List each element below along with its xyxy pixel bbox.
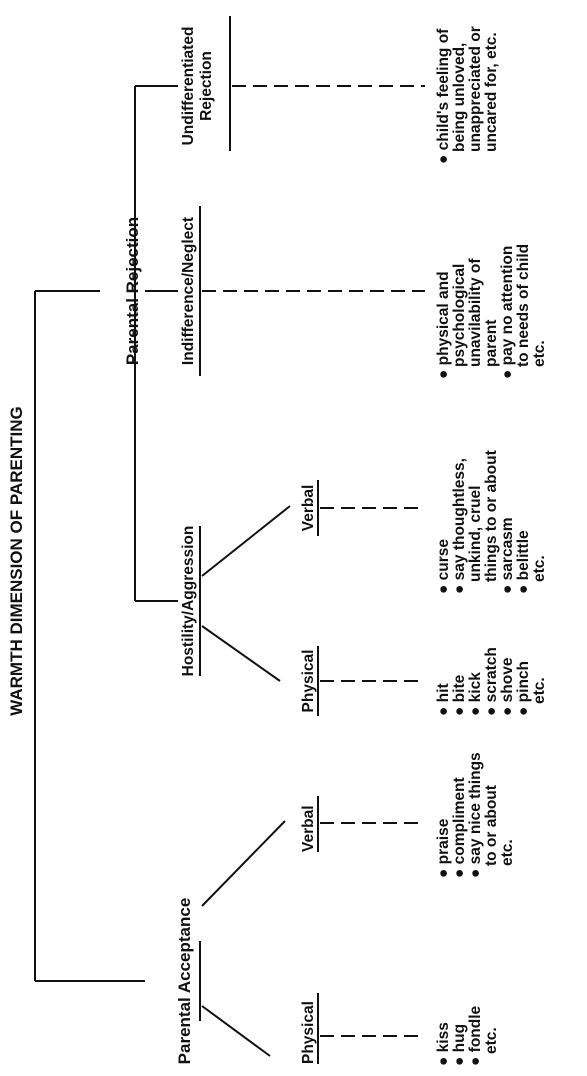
- acceptance-verbal-examples: ● praise ● compliment ● say nice things …: [435, 752, 516, 878]
- acceptance-verbal-label: Verbal: [300, 805, 317, 852]
- list-item: ● belittle: [515, 530, 532, 594]
- bullet-icon: ●: [499, 365, 516, 379]
- hostility-physical-label: Physical: [300, 650, 317, 713]
- hostility-aggression-label: Hostility/Aggression: [180, 526, 197, 677]
- list-item-etc: etc.: [499, 839, 516, 866]
- bullet-icon: ●: [451, 1052, 468, 1066]
- bullet-icon: ●: [467, 1052, 484, 1066]
- list-item-continued: to or about: [483, 785, 500, 866]
- bullet-icon: ●: [435, 864, 452, 878]
- list-item: ● say thoughtless,: [451, 458, 468, 594]
- list-item-etc: etc.: [531, 340, 548, 367]
- bullet-icon: ●: [435, 1052, 452, 1066]
- parental-acceptance-label: Parental Acceptance: [175, 898, 194, 1065]
- list-item-continued: unkind, cruel: [467, 486, 484, 582]
- bullet-icon: ●: [467, 864, 484, 878]
- hostility-physical-examples: ● hit ● bite ● kick ● scratch ● shove ● …: [435, 647, 548, 716]
- list-item: ● shove: [499, 657, 516, 716]
- diagram-title: WARMTH DIMENSION OF PARENTING: [7, 406, 26, 715]
- undifferentiated-examples: ● child's feeling of being unloved, unap…: [435, 26, 500, 164]
- hostility-verbal-label: Verbal: [300, 485, 317, 532]
- list-item-continued: unavilability of: [467, 258, 484, 367]
- hostility-verbal-branch: [201, 505, 291, 577]
- list-item-etc: etc.: [483, 1027, 500, 1054]
- list-item-etc: etc.: [531, 555, 548, 582]
- bullet-icon: ●: [451, 580, 468, 594]
- list-item: ● fondle: [467, 1005, 484, 1066]
- list-item: ● curse: [435, 539, 452, 594]
- bullet-icon: ●: [483, 702, 500, 716]
- bullet-icon: ●: [515, 580, 532, 594]
- list-item-continued: unappreciated or: [467, 26, 484, 152]
- list-item: ● compliment: [451, 777, 468, 878]
- bullet-icon: ●: [435, 580, 452, 594]
- list-item-etc: etc.: [531, 677, 548, 704]
- undifferentiated-label-line1: Undifferentiated: [180, 27, 197, 146]
- list-item: ● scratch: [483, 647, 500, 716]
- acceptance-physical-examples: ● kiss ● hug ● fondle etc.: [435, 1005, 500, 1066]
- list-item-continued: being unloved,: [451, 43, 468, 152]
- hostility-physical-branch: [201, 625, 281, 682]
- list-item: ● child's feeling of: [435, 28, 452, 164]
- bullet-icon: ●: [451, 864, 468, 878]
- list-item-continued: things to or about: [483, 450, 500, 582]
- bullet-icon: ●: [499, 702, 516, 716]
- parental-rejection-label: Parental Rejection: [123, 217, 142, 365]
- acceptance-physical-branch: [201, 1005, 271, 1057]
- list-item: ● praise: [435, 818, 452, 878]
- acceptance-physical-label: Physical: [300, 1001, 317, 1064]
- list-item: ● physical and: [435, 271, 452, 379]
- bullet-icon: ●: [435, 365, 452, 379]
- bullet-icon: ●: [467, 702, 484, 716]
- list-item: ● pay no attention: [499, 246, 516, 379]
- list-item: ● sarcasm: [499, 517, 516, 594]
- list-item: ● kiss: [435, 1022, 452, 1066]
- list-item-continued: to needs of child: [515, 244, 532, 367]
- list-item: ● say nice things: [467, 752, 484, 878]
- bullet-icon: ●: [435, 150, 452, 164]
- list-item-continued: parent: [483, 320, 500, 367]
- list-item: ● hit: [435, 683, 452, 716]
- indifference-examples: ● physical and psychological unavilabili…: [435, 244, 548, 379]
- list-item-continued: uncared for, etc.: [483, 32, 500, 152]
- bullet-icon: ●: [451, 702, 468, 716]
- list-item: ● pinch: [515, 661, 532, 716]
- rotated-diagram-group: WARMTH DIMENSION OF PARENTING Parental A…: [7, 16, 548, 1066]
- list-item: ● kick: [467, 672, 484, 716]
- indifference-neglect-label: Indifference/Neglect: [180, 217, 197, 365]
- list-item: ● hug: [451, 1024, 468, 1066]
- acceptance-verbal-branch: [201, 820, 286, 907]
- bullet-icon: ●: [499, 580, 516, 594]
- list-item: ● bite: [451, 674, 468, 716]
- list-item-continued: psychological: [451, 264, 468, 367]
- hostility-verbal-examples: ● curse ● say thoughtless, unkind, cruel…: [435, 450, 548, 594]
- bullet-icon: ●: [515, 702, 532, 716]
- bullet-icon: ●: [435, 702, 452, 716]
- undifferentiated-label-line2: Rejection: [198, 51, 215, 121]
